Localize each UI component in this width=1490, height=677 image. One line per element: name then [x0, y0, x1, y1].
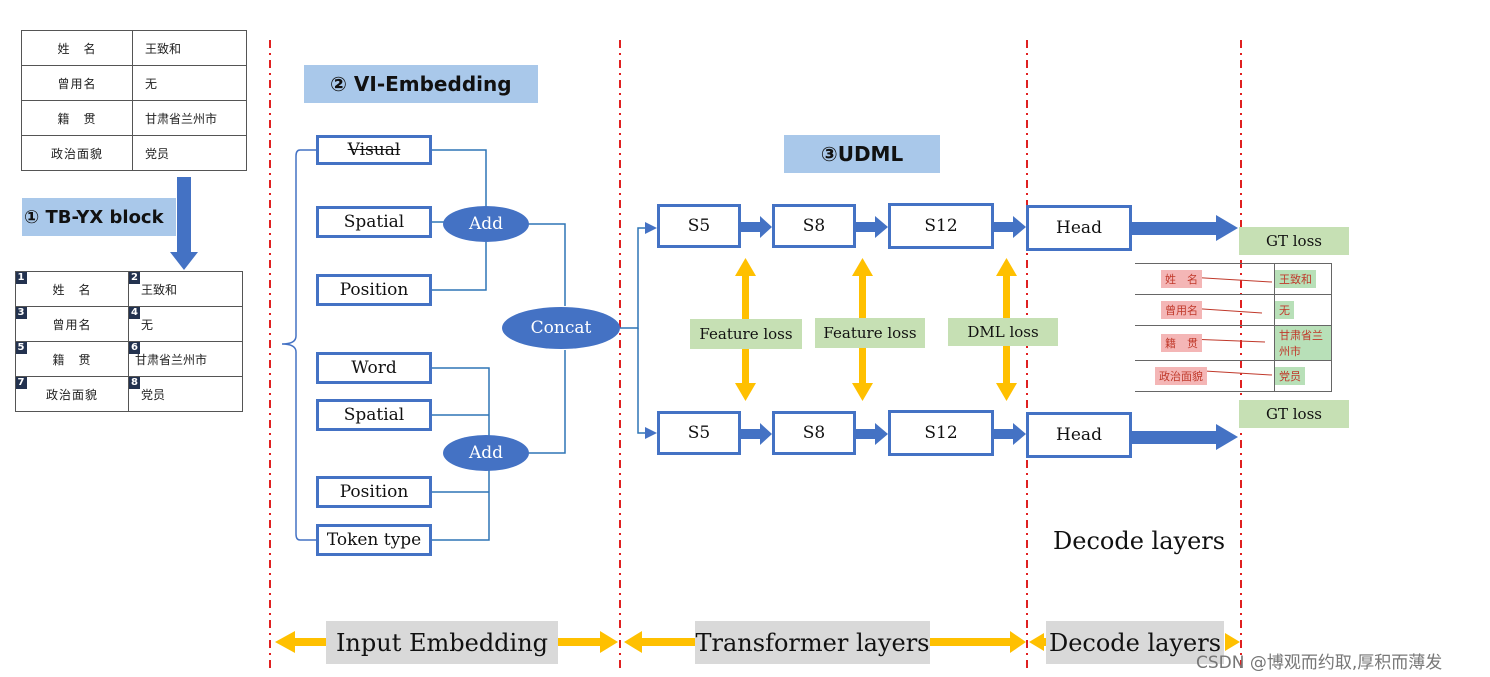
- gt-loss-bottom: GT loss: [1239, 400, 1349, 428]
- stage-s12-top: S12: [888, 203, 994, 249]
- brace-icon: [281, 149, 316, 541]
- index-badge: 6: [129, 342, 140, 354]
- result-value: 无: [1274, 294, 1332, 326]
- index-badge: 7: [16, 377, 27, 389]
- dml-loss-label: DML loss: [948, 318, 1058, 346]
- udml-label: ③UDML: [784, 135, 940, 173]
- down-arrow-icon: [170, 177, 198, 270]
- decode-layers-caption: Decode layers: [1053, 527, 1226, 555]
- result-value: 甘肃省兰州市: [1274, 325, 1332, 361]
- head-bottom: Head: [1026, 412, 1132, 458]
- field-value: 无: [132, 65, 247, 101]
- index-badge: 8: [129, 377, 140, 389]
- watermark: CSDN @博观而约取,厚积而薄发: [1196, 653, 1443, 673]
- table-row: 政治面貌 党员: [1135, 360, 1332, 392]
- visual-embedding-box: Visual: [316, 135, 432, 165]
- field-value: 甘肃省兰州市: [132, 100, 247, 136]
- result-key: 姓 名: [1135, 263, 1275, 295]
- stage-arrows-bottom: [741, 423, 1238, 450]
- add-node-2: Add: [443, 435, 529, 471]
- index-badge: 4: [129, 307, 140, 319]
- feature-loss-label-2: Feature loss: [815, 318, 925, 348]
- feature-loss-label-1: Feature loss: [690, 319, 802, 349]
- embedding-connectors-top: [432, 149, 566, 306]
- spatial-embedding-box-2: Spatial: [316, 399, 432, 431]
- table-row: 籍 贯 甘肃省兰州市: [1135, 325, 1332, 361]
- index-badge: 2: [129, 272, 140, 284]
- stage-s5-top: S5: [657, 204, 741, 248]
- input-embedding-label: Input Embedding: [326, 621, 558, 664]
- result-key: 曾用名: [1135, 294, 1275, 326]
- stage-s8-top: S8: [772, 204, 856, 248]
- position-embedding-box-2: Position: [316, 476, 432, 508]
- index-badge: 3: [16, 307, 27, 319]
- field-value: 党员: [132, 135, 247, 171]
- concat-node: Concat: [502, 307, 620, 349]
- result-key: 政治面貌: [1135, 360, 1275, 392]
- spatial-embedding-box: Spatial: [316, 206, 432, 238]
- stage-s8-bottom: S8: [772, 411, 856, 455]
- position-embedding-box: Position: [316, 274, 432, 306]
- tbyx-block-label: ① TB-YX block: [22, 198, 176, 236]
- table-row: 籍 贯甘肃省兰州市: [21, 100, 247, 136]
- stage-s5-bottom: S5: [657, 411, 741, 455]
- result-value: 党员: [1274, 360, 1332, 392]
- field-key: 政治面貌: [21, 135, 133, 171]
- head-top: Head: [1026, 205, 1132, 251]
- source-form-table: 姓 名王致和 曾用名无 籍 贯甘肃省兰州市 政治面貌党员: [21, 30, 247, 171]
- decode-layers-label: Decode layers: [1046, 621, 1224, 664]
- vi-embedding-label: ② VI-Embedding: [304, 65, 538, 103]
- transformer-layers-label: Transformer layers: [695, 621, 930, 664]
- gt-loss-top: GT loss: [1239, 227, 1349, 255]
- field-value: 王致和: [132, 30, 247, 66]
- table-row: 姓 名王致和: [21, 30, 247, 66]
- table-row: 曾用名无: [21, 65, 247, 101]
- result-value: 王致和: [1274, 263, 1332, 295]
- bottom-span-arrows: [275, 631, 1240, 653]
- add-node: Add: [443, 206, 529, 242]
- table-row: 姓 名 王致和: [1135, 263, 1332, 295]
- table-row: 政治面貌党员: [21, 135, 247, 171]
- index-badge: 1: [16, 272, 27, 284]
- stage-arrows-top: [741, 215, 1238, 241]
- stage-s12-bottom: S12: [888, 410, 994, 456]
- table-row: 曾用名 无: [1135, 294, 1332, 326]
- token-type-embedding-box: Token type: [316, 524, 432, 556]
- result-table: 姓 名 王致和 曾用名 无 籍 贯 甘肃省兰州市 政治面貌 党员: [1135, 263, 1332, 392]
- concat-split: [620, 222, 657, 439]
- word-embedding-box: Word: [316, 352, 432, 384]
- field-key: 姓 名: [21, 30, 133, 66]
- result-key: 籍 贯: [1135, 325, 1275, 361]
- index-badge: 5: [16, 342, 27, 354]
